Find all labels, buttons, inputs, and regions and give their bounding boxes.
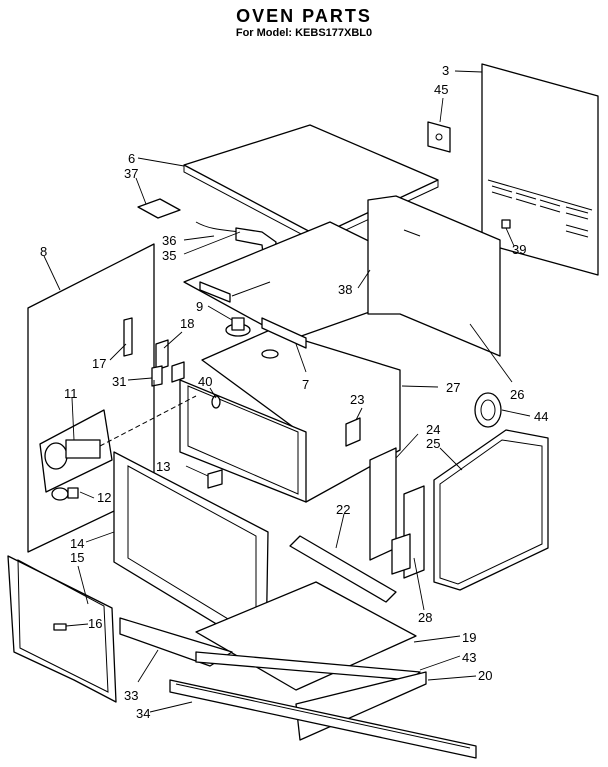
callout-40: 40 <box>198 374 212 389</box>
callout-6: 6 <box>128 151 135 166</box>
callout-17: 17 <box>92 356 106 371</box>
callout-20: 20 <box>478 668 492 683</box>
callout-3: 3 <box>442 63 449 78</box>
model-subtitle: For Model: KEBS177XBL0 <box>235 27 373 39</box>
part-terminal-18b <box>171 361 185 383</box>
callout-labels: 3 45 6 37 36 35 39 8 38 9 18 17 31 7 40 … <box>40 63 548 721</box>
part-clip-39 <box>501 219 511 229</box>
callout-14: 14 <box>70 536 84 551</box>
callout-44: 44 <box>534 409 548 424</box>
callout-19: 19 <box>462 630 476 645</box>
callout-43: 43 <box>462 650 476 665</box>
part-bracket-17 <box>123 317 133 357</box>
callout-15: 15 <box>70 550 84 565</box>
callout-7: 7 <box>302 377 309 392</box>
diagram-header: OVEN PARTS For Model: KEBS177XBL0 <box>0 6 608 40</box>
callout-26: 26 <box>510 387 524 402</box>
callout-28: 28 <box>418 610 432 625</box>
part-front-panel-25 <box>433 429 549 591</box>
part-sensor-9 <box>225 317 251 337</box>
part-rear-panel <box>481 63 599 276</box>
part-right-side-panel <box>367 195 501 357</box>
alignment-line <box>99 395 197 447</box>
part-oven-cavity <box>179 317 401 503</box>
part-clip-16 <box>53 623 67 631</box>
part-lamp-12 <box>51 487 79 501</box>
callout-45: 45 <box>434 82 448 97</box>
callout-37: 37 <box>124 166 138 181</box>
part-plate-23 <box>345 417 361 447</box>
part-ring-44 <box>474 392 502 428</box>
callout-11: 11 <box>64 386 78 401</box>
callout-12: 12 <box>97 490 111 505</box>
callout-31: 31 <box>112 374 126 389</box>
callout-16: 16 <box>88 616 102 631</box>
callout-22: 22 <box>336 502 350 517</box>
part-latch-13 <box>207 469 223 489</box>
callout-18: 18 <box>180 316 194 331</box>
part-vent-grille <box>169 679 477 759</box>
callout-9: 9 <box>196 299 203 314</box>
leader-lines <box>43 70 531 713</box>
part-hinge-28 <box>391 485 425 579</box>
callout-27: 27 <box>446 380 460 395</box>
callout-13: 13 <box>156 459 170 474</box>
callout-34: 34 <box>136 706 150 721</box>
callout-39: 39 <box>512 242 526 257</box>
callout-23: 23 <box>350 392 364 407</box>
part-element-assembly <box>39 409 113 493</box>
diagram-title: OVEN PARTS <box>236 6 372 26</box>
part-bracket-37 <box>137 198 181 219</box>
callout-25: 25 <box>426 436 440 451</box>
callout-33: 33 <box>124 688 138 703</box>
part-rail-22 <box>289 535 397 603</box>
callout-38: 38 <box>338 282 352 297</box>
callout-35: 35 <box>162 248 176 263</box>
callout-24: 24 <box>426 422 440 437</box>
callout-36: 36 <box>162 233 176 248</box>
callout-8: 8 <box>40 244 47 259</box>
part-bracket-45 <box>427 121 451 153</box>
